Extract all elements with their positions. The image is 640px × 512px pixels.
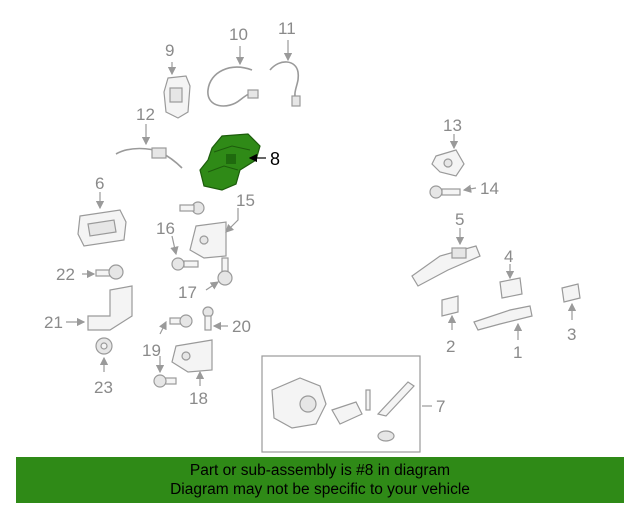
banner-line-1: Part or sub-assembly is #8 in diagram [189, 462, 451, 479]
part-20-bolt [202, 306, 214, 331]
info-banner: Part or sub-assembly is #8 in diagram Di… [16, 457, 624, 503]
part-3-cap [561, 283, 581, 303]
callout-11[interactable]: 11 [278, 19, 296, 38]
callout-2[interactable]: 2 [446, 337, 455, 356]
part-22-bolt [95, 264, 124, 280]
callout-19[interactable]: 19 [142, 341, 161, 360]
callout-3[interactable]: 3 [567, 325, 576, 344]
part-14-bolt [429, 185, 461, 199]
part-18-hinge [171, 339, 213, 373]
callout-22[interactable]: 22 [56, 265, 75, 284]
callout-18[interactable]: 18 [189, 389, 208, 408]
callout-7[interactable]: 7 [436, 397, 445, 416]
callout-10[interactable]: 10 [229, 25, 248, 44]
part-7-kit [261, 355, 421, 453]
part-19-bolts [153, 314, 193, 388]
callout-6[interactable]: 6 [95, 174, 104, 193]
part-17-bolt [217, 257, 233, 286]
part-6-inside-handle [77, 209, 127, 247]
part-15-hinge [189, 221, 227, 259]
callout-12[interactable]: 12 [136, 105, 155, 124]
part-8-door-latch[interactable] [199, 133, 261, 191]
callout-16[interactable]: 16 [156, 219, 175, 238]
callout-9[interactable]: 9 [165, 41, 174, 60]
part-10-cable [207, 66, 259, 107]
callout-17[interactable]: 17 [178, 283, 197, 302]
callout-15[interactable]: 15 [236, 191, 255, 210]
part-5-handle-frame [411, 245, 481, 287]
part-4-cover [499, 277, 523, 299]
callout-13[interactable]: 13 [443, 116, 462, 135]
callout-4[interactable]: 4 [504, 247, 513, 266]
part-9-housing [163, 75, 191, 119]
callout-14[interactable]: 14 [480, 179, 499, 198]
callout-23[interactable]: 23 [94, 378, 113, 397]
callout-20[interactable]: 20 [232, 317, 251, 336]
part-21-door-check [87, 285, 133, 331]
callout-5[interactable]: 5 [455, 210, 464, 229]
part-1-outside-handle [473, 305, 533, 331]
part-13-striker [431, 149, 465, 177]
part-2-gasket [441, 295, 459, 317]
callout-21[interactable]: 21 [44, 313, 63, 332]
banner-line-2: Diagram may not be specific to your vehi… [170, 481, 470, 498]
part-11-cable [269, 61, 301, 107]
parts-diagram: 9 10 11 12 8 6 15 [44, 19, 581, 453]
part-12-harness [115, 147, 183, 169]
part-23-nut [95, 337, 113, 355]
part-16-bolts [171, 201, 205, 271]
callout-8[interactable]: 8 [270, 149, 280, 169]
callout-1[interactable]: 1 [513, 343, 522, 362]
